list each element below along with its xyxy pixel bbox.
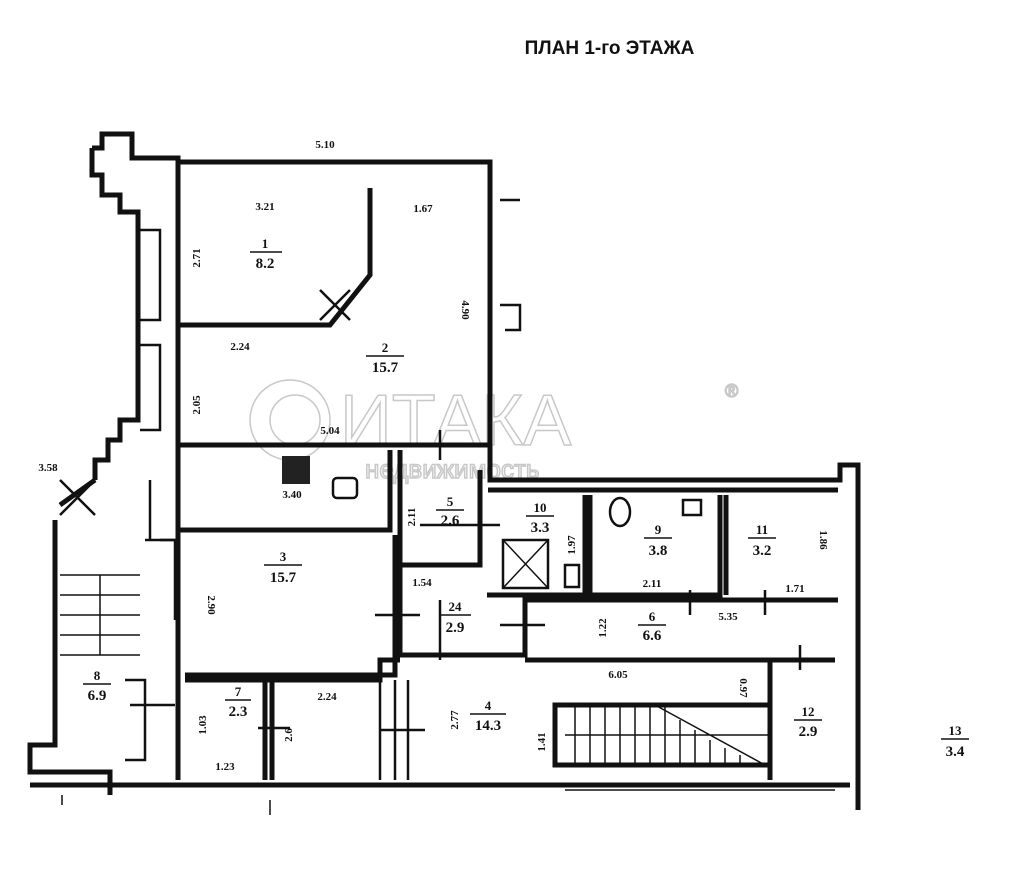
room-7: 72.3 (225, 684, 251, 720)
svg-text:10: 10 (534, 500, 547, 515)
room-8: 86.9 (83, 668, 111, 704)
svg-text:3.58: 3.58 (38, 462, 58, 474)
shaft-icon (501, 538, 550, 590)
svg-text:1.22: 1.22 (597, 618, 609, 638)
room-10: 103.3 (526, 500, 554, 536)
svg-text:2: 2 (382, 340, 389, 355)
sink-icon (681, 498, 703, 517)
svg-text:4: 4 (485, 698, 492, 713)
svg-text:7: 7 (235, 684, 242, 699)
svg-text:11: 11 (756, 522, 768, 537)
svg-text:1.41: 1.41 (536, 732, 548, 751)
svg-text:2.24: 2.24 (230, 341, 250, 353)
room-9: 93.8 (644, 522, 672, 559)
svg-text:5.04: 5.04 (320, 425, 340, 437)
toilet-icon (608, 496, 632, 528)
svg-text:24: 24 (449, 599, 463, 614)
svg-text:15.7: 15.7 (372, 360, 399, 376)
svg-text:5.35: 5.35 (718, 611, 738, 623)
svg-text:3.2: 3.2 (753, 543, 772, 559)
svg-text:3.40: 3.40 (282, 489, 302, 501)
sink-icon (563, 563, 581, 589)
svg-text:2.6: 2.6 (441, 513, 460, 529)
svg-text:3.21: 3.21 (255, 201, 274, 213)
svg-text:2.24: 2.24 (317, 691, 337, 703)
svg-text:2.11: 2.11 (406, 508, 418, 527)
svg-text:3.3: 3.3 (531, 520, 550, 536)
svg-text:12: 12 (802, 704, 815, 719)
svg-text:4.90: 4.90 (459, 300, 471, 320)
svg-text:1.03: 1.03 (197, 715, 209, 735)
svg-text:1.71: 1.71 (785, 583, 804, 595)
svg-text:13: 13 (949, 723, 963, 738)
svg-text:8: 8 (94, 668, 101, 683)
plan-title: ПЛАН 1-го ЭТАЖА (524, 38, 695, 59)
stove-icon (282, 456, 310, 484)
svg-text:2.3: 2.3 (229, 704, 248, 720)
svg-text:6.6: 6.6 (643, 628, 662, 644)
svg-text:9: 9 (655, 522, 662, 537)
svg-text:2.90: 2.90 (205, 595, 217, 615)
svg-text:2.6: 2.6 (283, 728, 295, 742)
svg-text:2.9: 2.9 (446, 620, 465, 636)
svg-text:1.86: 1.86 (817, 530, 829, 550)
svg-text:3.4: 3.4 (946, 744, 965, 760)
room-13: 133.4 (941, 723, 969, 760)
room-1: 18.2 (250, 236, 282, 272)
svg-text:2.71: 2.71 (191, 248, 203, 267)
svg-text:6.9: 6.9 (88, 688, 107, 704)
svg-text:2.11: 2.11 (643, 578, 662, 590)
svg-text:6.05: 6.05 (608, 669, 628, 681)
svg-text:5: 5 (447, 494, 454, 509)
room-labels: 18.2 215.7 315.7 414.3 52.6 66.6 72.3 86… (83, 236, 969, 760)
svg-text:1.67: 1.67 (413, 203, 433, 215)
room-3: 315.7 (264, 549, 302, 586)
room-12: 122.9 (794, 704, 822, 740)
room-24: 242.9 (439, 599, 471, 636)
dimension-labels: 5.10 3.21 1.67 2.71 4.90 2.24 2.05 5.04 … (38, 139, 829, 773)
sink-icon (331, 476, 359, 500)
watermark-brand: ИТАКА (340, 381, 571, 461)
svg-text:2.77: 2.77 (449, 710, 461, 730)
svg-text:8.2: 8.2 (256, 256, 275, 272)
room-4: 414.3 (470, 698, 506, 734)
watermark: ИТАКА ® недвижимость (249, 379, 739, 485)
interior-walls (59, 188, 838, 780)
room-5: 52.6 (436, 494, 464, 529)
room-2: 215.7 (366, 340, 404, 376)
svg-text:2.05: 2.05 (191, 395, 203, 415)
svg-text:2.9: 2.9 (799, 724, 818, 740)
svg-text:6: 6 (649, 609, 656, 624)
room-11: 113.2 (748, 522, 776, 559)
svg-text:1: 1 (262, 236, 269, 251)
room-6: 66.6 (638, 609, 666, 644)
watermark-registered: ® (725, 381, 738, 401)
svg-text:1.23: 1.23 (215, 761, 235, 773)
svg-text:0.97: 0.97 (737, 678, 749, 698)
svg-text:1.54: 1.54 (412, 577, 432, 589)
svg-text:3.8: 3.8 (649, 543, 668, 559)
svg-text:5.10: 5.10 (315, 139, 335, 151)
svg-text:1.97: 1.97 (566, 535, 578, 555)
walls (27, 131, 861, 815)
svg-text:15.7: 15.7 (270, 570, 297, 586)
svg-text:14.3: 14.3 (475, 718, 501, 734)
svg-text:3: 3 (280, 549, 287, 564)
